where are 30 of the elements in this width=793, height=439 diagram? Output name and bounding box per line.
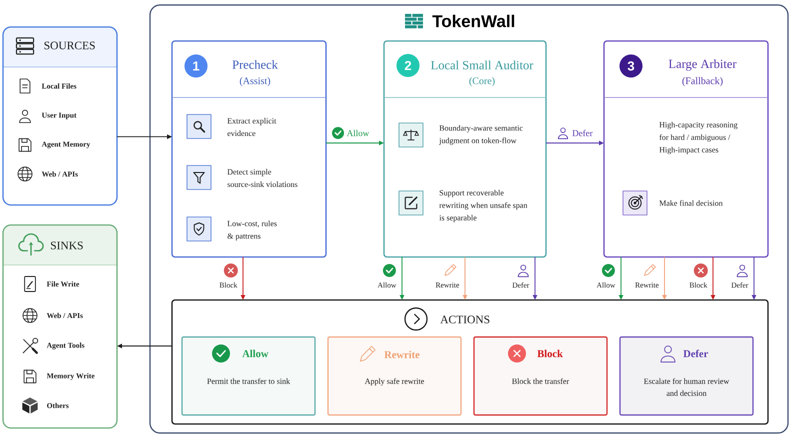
stage-title: Large Arbiter [668, 59, 736, 71]
step-text: Boundary-aware semantic judgment on token-flow [438, 125, 523, 145]
step-text: Detect simple source-sink violations [227, 168, 298, 188]
card-title: Allow [242, 350, 268, 358]
step-text: Low-cost, rules & pattrens [227, 220, 277, 240]
edge-label: Allow [346, 128, 370, 138]
stage-subtitle: (Fallback) [682, 77, 723, 86]
stage-title: Precheck [232, 60, 278, 69]
card-text: Apply safe rewrite [364, 378, 424, 386]
step-text: Support recoverable rewriting when unsafe span is separable [439, 190, 528, 222]
card-title: Block [537, 350, 563, 358]
step-text: Make final decision [659, 200, 723, 206]
step-text: High-capacity reasoning for hard / ambiguous / High-impact cases [659, 122, 738, 154]
card-text: Escalate for human review and decision [644, 378, 730, 396]
panel-title: SINKS [50, 242, 83, 250]
step-text: Extract explicit evidence [227, 118, 276, 136]
frame-title: TokenWall [432, 14, 514, 28]
edge-label: Defer [571, 128, 594, 138]
card-text: Block the transfer [512, 378, 570, 384]
card-title: Rewrite [384, 350, 420, 358]
number-badge: 3 [620, 54, 642, 78]
panel-title: SOURCES [44, 42, 95, 50]
stage-subtitle: (Assist) [240, 77, 270, 86]
card-text: Permit the transfer to sink [207, 378, 290, 384]
stage-title: Local Small Auditor [430, 60, 534, 70]
number-badge: 1 [184, 54, 208, 78]
number-badge: 2 [396, 54, 420, 77]
card-title: Defer [683, 350, 708, 358]
section-title: ACTIONS [440, 316, 490, 324]
stage-subtitle: (Core) [469, 77, 495, 86]
